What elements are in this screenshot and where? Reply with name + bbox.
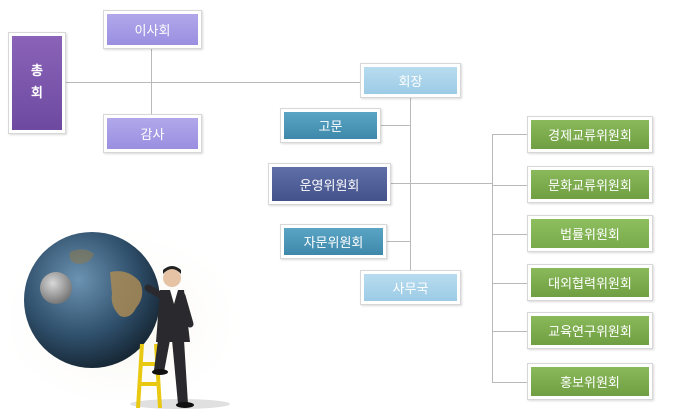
connector-committee-6: [492, 382, 528, 383]
committee-label: 대외협력위원회: [531, 268, 649, 297]
committee-box: 홍보위원회: [527, 363, 653, 400]
globe-landmass: [110, 271, 143, 317]
consulting-committee-label: 자문위원회: [284, 228, 383, 255]
committee-box: 문화교류위원회: [527, 166, 653, 203]
connector-committee-2: [492, 185, 528, 186]
general-assembly-label: 총 회: [12, 36, 62, 130]
board-label: 이사회: [107, 14, 198, 45]
secretariat-box: 사무국: [360, 270, 461, 305]
businessman: [144, 266, 194, 408]
connector-chairman-down: [410, 96, 411, 272]
connector-assembly-chairman: [62, 82, 364, 83]
globe-businessman-illustration: [10, 232, 240, 409]
connector-steering: [390, 183, 492, 184]
secretariat-label: 사무국: [364, 274, 457, 301]
committee-label: 교육연구위원회: [531, 316, 649, 345]
committee-label: 홍보위원회: [531, 367, 649, 396]
advisor-box: 고문: [280, 108, 381, 143]
committee-box: 경제교류위원회: [527, 116, 653, 153]
committee-box: 대외협력위원회: [527, 264, 653, 301]
committee-box: 법률위원회: [527, 215, 653, 252]
moon: [40, 272, 72, 304]
advisor-label: 고문: [284, 112, 377, 139]
committee-label: 경제교류위원회: [531, 120, 649, 149]
steering-committee-label: 운영위원회: [272, 167, 387, 201]
connector-committee-1: [492, 134, 528, 135]
chairman-box: 회장: [360, 63, 461, 98]
connector-committee-5: [492, 331, 528, 332]
globe: [24, 232, 160, 368]
connector-board-auditor: [151, 46, 152, 114]
committee-label: 법률위원회: [531, 219, 649, 248]
chairman-label: 회장: [364, 67, 457, 94]
committee-label: 문화교류위원회: [531, 170, 649, 199]
consulting-committee-box: 자문위원회: [280, 224, 387, 259]
general-assembly-char-1: 총: [31, 64, 43, 79]
auditor-label: 감사: [107, 118, 198, 149]
steering-committee-box: 운영위원회: [268, 163, 391, 205]
auditor-box: 감사: [103, 114, 202, 153]
committee-box: 교육연구위원회: [527, 312, 653, 349]
connector-committee-4: [492, 283, 528, 284]
board-box: 이사회: [103, 10, 202, 49]
connector-advisor: [380, 125, 410, 126]
connector-consulting: [386, 241, 410, 242]
connector-committee-3: [492, 234, 528, 235]
general-assembly-char-2: 회: [31, 86, 43, 101]
connector-committees-vertical: [492, 134, 493, 382]
globe-landmass: [69, 249, 94, 264]
general-assembly-box: 총 회: [8, 32, 66, 134]
